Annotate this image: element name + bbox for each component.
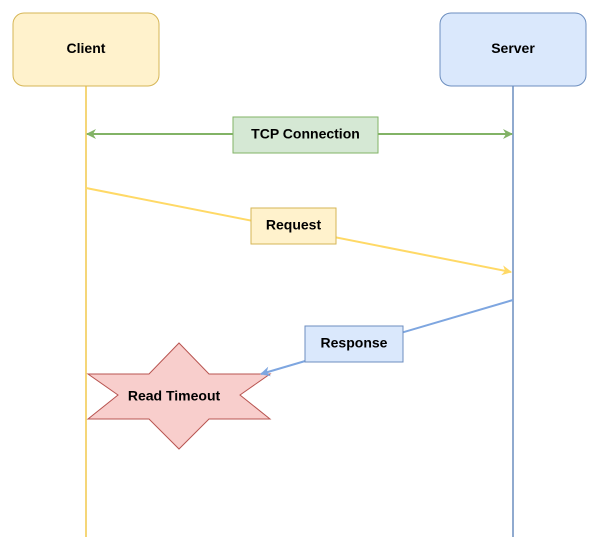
read-timeout-label: Read Timeout: [128, 388, 221, 404]
tcp-connection-label: TCP Connection: [251, 126, 360, 142]
request-message: Request: [85, 187, 512, 276]
read-timeout-burst: [86, 342, 272, 450]
tcp-connection-box: [232, 116, 379, 154]
response-message: Response: [260, 299, 514, 377]
server-participant: Server: [439, 12, 587, 87]
server-box: [439, 12, 587, 87]
client-box: [12, 12, 160, 87]
server-label: Server: [491, 40, 535, 56]
client-participant: Client: [12, 12, 160, 87]
response-label: Response: [321, 335, 388, 351]
request-label: Request: [266, 217, 322, 233]
read-timeout-event: Read Timeout: [86, 342, 272, 450]
request-box: [250, 207, 337, 245]
client-label: Client: [67, 40, 106, 56]
response-box: [304, 325, 404, 363]
tcp-connection-message: TCP Connection: [86, 116, 513, 154]
